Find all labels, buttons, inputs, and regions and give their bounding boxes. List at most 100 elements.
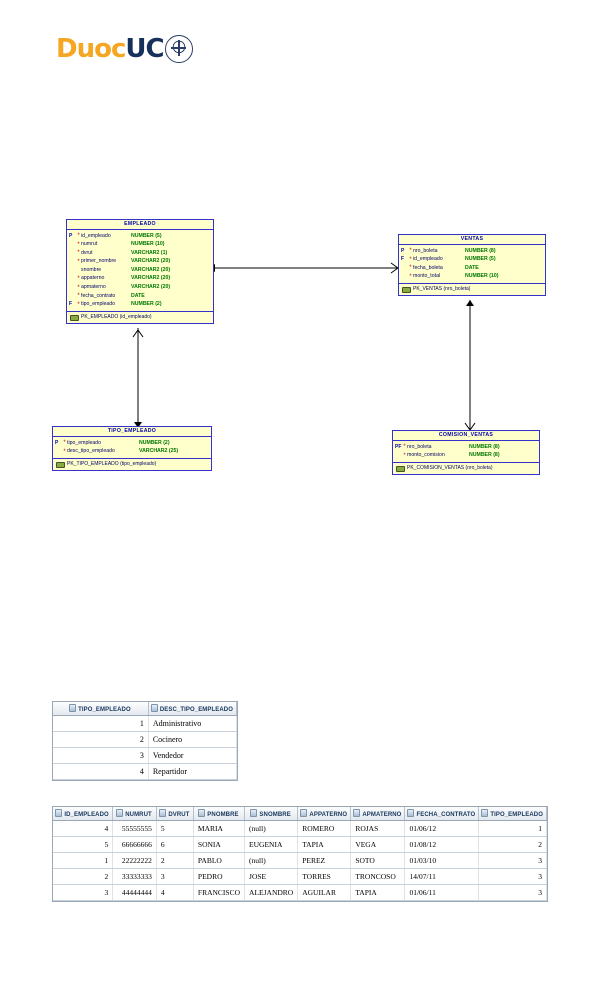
attribute-row: * appaterno VARCHAR2 (20) [67, 275, 213, 284]
table-row[interactable]: 4 55555555 5 MARIA (null) ROMERO ROJAS 0… [53, 820, 547, 837]
column-label: DVRUT [168, 812, 190, 818]
attribute-row: * apmaterno VARCHAR2 (20) [67, 284, 213, 293]
column-type-icon [116, 809, 124, 817]
index-key-icon [56, 461, 65, 468]
column-header-tipo-empleado[interactable]: TIPO_EMPLEADO [53, 702, 149, 716]
entity-comision-ventas[interactable]: COMISION_VENTAS PF * nro_boleta NUMBER (… [392, 430, 540, 476]
cell-id-empleado: 4 [53, 820, 114, 837]
table-row[interactable]: 1 Administrativo [53, 715, 238, 732]
column-label: DESC_TIPO_EMPLEADO [159, 707, 233, 713]
cell-pnombre: PEDRO [193, 868, 246, 885]
attribute-name: snombre [81, 266, 102, 273]
table-row[interactable]: 3 Vendedor [53, 747, 238, 764]
cell-pnombre: PABLO [193, 852, 246, 869]
table-row[interactable]: 1 22222222 2 PABLO (null) PEREZ SOTO 01/… [53, 852, 547, 869]
cell-pnombre: MARIA [193, 820, 246, 837]
attribute-type: VARCHAR2 (20) [131, 284, 171, 291]
column-header-appaterno[interactable]: APPATERNO [297, 807, 352, 821]
column-header-desc-tipo-empleado[interactable]: DESC_TIPO_EMPLEADO [148, 702, 238, 716]
column-type-icon [407, 809, 415, 817]
cell-tipo-empleado: 1 [478, 820, 547, 837]
cell-desc-tipo-empleado: Cocinero [148, 731, 238, 748]
column-header-id-empleado[interactable]: ID_EMPLEADO [53, 807, 114, 821]
cell-tipo-empleado: 4 [53, 763, 149, 780]
data-grid-empleado[interactable]: ID_EMPLEADO NUMRUT DVRUT PNOMBRE SNOMBRE… [52, 806, 548, 902]
column-type-icon [69, 704, 77, 712]
attribute-name: apmaterno [81, 284, 106, 291]
grid-header: TIPO_EMPLEADO DESC_TIPO_EMPLEADO [53, 702, 238, 716]
cell-snombre: (null) [244, 820, 299, 837]
attribute-row: * dvrut VARCHAR2 (1) [67, 249, 213, 258]
table-row[interactable]: 3 44444444 4 FRANCISCO ALEJANDRO AGUILAR… [53, 884, 547, 901]
column-header-pnombre[interactable]: PNOMBRE [193, 807, 246, 821]
attribute-type: NUMBER (8) [469, 452, 500, 459]
entity-empleado[interactable]: EMPLEADO P * id_empleado NUMBER (5) * nu… [66, 219, 214, 325]
cell-appaterno: PEREZ [297, 852, 352, 869]
table-row[interactable]: 4 Repartidor [53, 763, 238, 780]
cell-tipo-empleado: 3 [478, 884, 547, 901]
index-key-icon [402, 286, 411, 293]
attribute-type: DATE [131, 292, 145, 299]
column-type-icon [198, 809, 206, 817]
index-key-icon [396, 465, 405, 472]
cell-apmaterno: TRONCOSO [350, 868, 406, 885]
attribute-name: nro_boleta [407, 443, 432, 450]
data-grid-tipo-empleado[interactable]: TIPO_EMPLEADO DESC_TIPO_EMPLEADO 1 Admin… [52, 701, 238, 781]
table-row[interactable]: 2 33333333 3 PEDRO JOSE TORRES TRONCOSO … [53, 868, 547, 885]
attribute-row: * numrut NUMBER (10) [67, 241, 213, 250]
entity-ventas[interactable]: VENTAS P * nro_boleta NUMBER (8) F * id_… [398, 234, 546, 297]
column-header-fecha-contrato[interactable]: FECHA_CONTRATO [404, 807, 480, 821]
column-label: NUMRUT [125, 812, 152, 818]
attribute-required-marker: * [63, 448, 66, 455]
attribute-name: dvrut [81, 249, 93, 256]
cell-pnombre: FRANCISCO [193, 884, 246, 901]
index-label: PK_TIPO_EMPLEADO (tipo_empleado) [67, 461, 157, 468]
attribute-type: NUMBER (8) [469, 443, 500, 450]
index-label: PK_COMISION_VENTAS (nro_boleta) [407, 465, 493, 472]
column-header-tipo-empleado[interactable]: TIPO_EMPLEADO [478, 807, 547, 821]
attribute-name: primer_nombre [81, 258, 117, 265]
attribute-type: NUMBER (2) [139, 439, 170, 446]
index-key-icon [70, 314, 79, 321]
attribute-name: numrut [81, 241, 98, 248]
column-header-numrut[interactable]: NUMRUT [112, 807, 157, 821]
cell-snombre: EUGENIA [244, 836, 299, 853]
attribute-row: P * nro_boleta NUMBER (8) [399, 247, 545, 256]
column-header-snombre[interactable]: SNOMBRE [244, 807, 299, 821]
attribute-type: VARCHAR2 (20) [131, 266, 171, 273]
cell-apmaterno: ROJAS [350, 820, 406, 837]
table-row[interactable]: 5 66666666 6 SONIA EUGENIA TAPIA VEGA 01… [53, 836, 547, 853]
cell-dvrut: 3 [156, 868, 194, 885]
column-type-icon [300, 809, 308, 817]
column-label: APMATERNO [362, 812, 402, 818]
attribute-name: tipo_empleado [67, 439, 102, 446]
attribute-row: * desc_tipo_empleado VARCHAR2 (25) [53, 448, 211, 457]
attribute-required-marker: * [409, 273, 412, 280]
cell-pnombre: SONIA [193, 836, 246, 853]
cell-tipo-empleado: 3 [478, 852, 547, 869]
column-label: TIPO_EMPLEADO [490, 812, 543, 818]
column-header-dvrut[interactable]: DVRUT [156, 807, 194, 821]
column-header-apmaterno[interactable]: APMATERNO [350, 807, 406, 821]
grid-table: TIPO_EMPLEADO DESC_TIPO_EMPLEADO 1 Admin… [53, 702, 238, 780]
cell-fecha-contrato: 14/07/11 [404, 868, 480, 885]
cell-apmaterno: SOTO [350, 852, 406, 869]
cell-id-empleado: 1 [53, 852, 114, 869]
cell-appaterno: ROMERO [297, 820, 352, 837]
table-row[interactable]: 2 Cocinero [53, 731, 238, 748]
attribute-required-marker: * [77, 241, 80, 248]
cell-fecha-contrato: 01/06/12 [404, 820, 480, 837]
cell-snombre: (null) [244, 852, 299, 869]
attribute-required-marker: * [409, 248, 412, 255]
attribute-key: F [69, 301, 73, 308]
cell-dvrut: 5 [156, 820, 194, 837]
attribute-key: P [401, 247, 405, 254]
entity-tipo-empleado[interactable]: TIPO_EMPLEADO P * tipo_empleado NUMBER (… [52, 426, 212, 472]
cell-tipo-empleado: 3 [53, 747, 149, 764]
attribute-type: NUMBER (5) [131, 232, 162, 239]
relationship-connectors [132, 262, 476, 432]
attribute-required-marker: * [403, 444, 406, 451]
er-diagram-canvas: EMPLEADO P * id_empleado NUMBER (5) * nu… [52, 208, 548, 510]
attribute-required-marker: * [77, 250, 80, 257]
cell-dvrut: 4 [156, 884, 194, 901]
